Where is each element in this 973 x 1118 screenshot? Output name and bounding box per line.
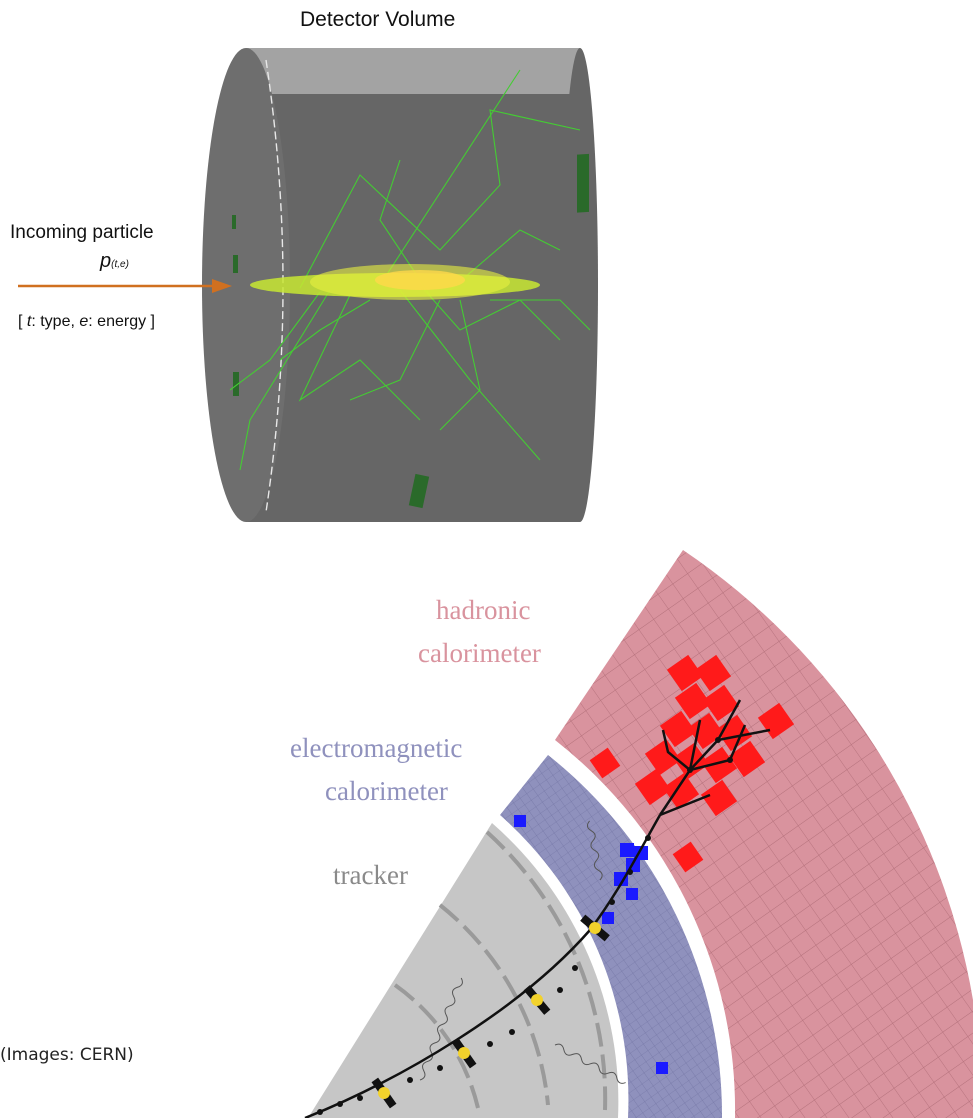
- hadronic-calorimeter: [555, 550, 973, 1118]
- photon-lines: [419, 820, 626, 1084]
- tracker-hits: [371, 914, 610, 1109]
- particle-symbol: p(t,e): [100, 250, 129, 273]
- image-credit: (Images: CERN): [0, 1045, 134, 1065]
- energy-cluster: [250, 264, 540, 300]
- tracker-region: [308, 823, 619, 1118]
- hadronic-label-line1: hadronic: [436, 595, 531, 625]
- tracker-label: tracker: [333, 860, 408, 890]
- particle-symbol-main: p: [100, 250, 112, 272]
- particle-legend: [ t: type, e: energy ]: [18, 313, 155, 330]
- em-label-line1: electromagnetic: [290, 733, 463, 763]
- particle-symbol-sub: (t,e): [111, 259, 129, 270]
- track-nodes: [317, 737, 733, 1115]
- hadronic-label-line2: calorimeter: [418, 638, 541, 668]
- detector-title: Detector Volume: [300, 8, 456, 31]
- incoming-arrow: [18, 279, 232, 293]
- incoming-particle-label: Incoming particle: [10, 222, 154, 243]
- particle-tracks: [229, 69, 591, 471]
- hadronic-hits: [589, 654, 795, 873]
- em-calorimeter: [500, 755, 723, 1118]
- em-label-line2: calorimeter: [325, 776, 448, 806]
